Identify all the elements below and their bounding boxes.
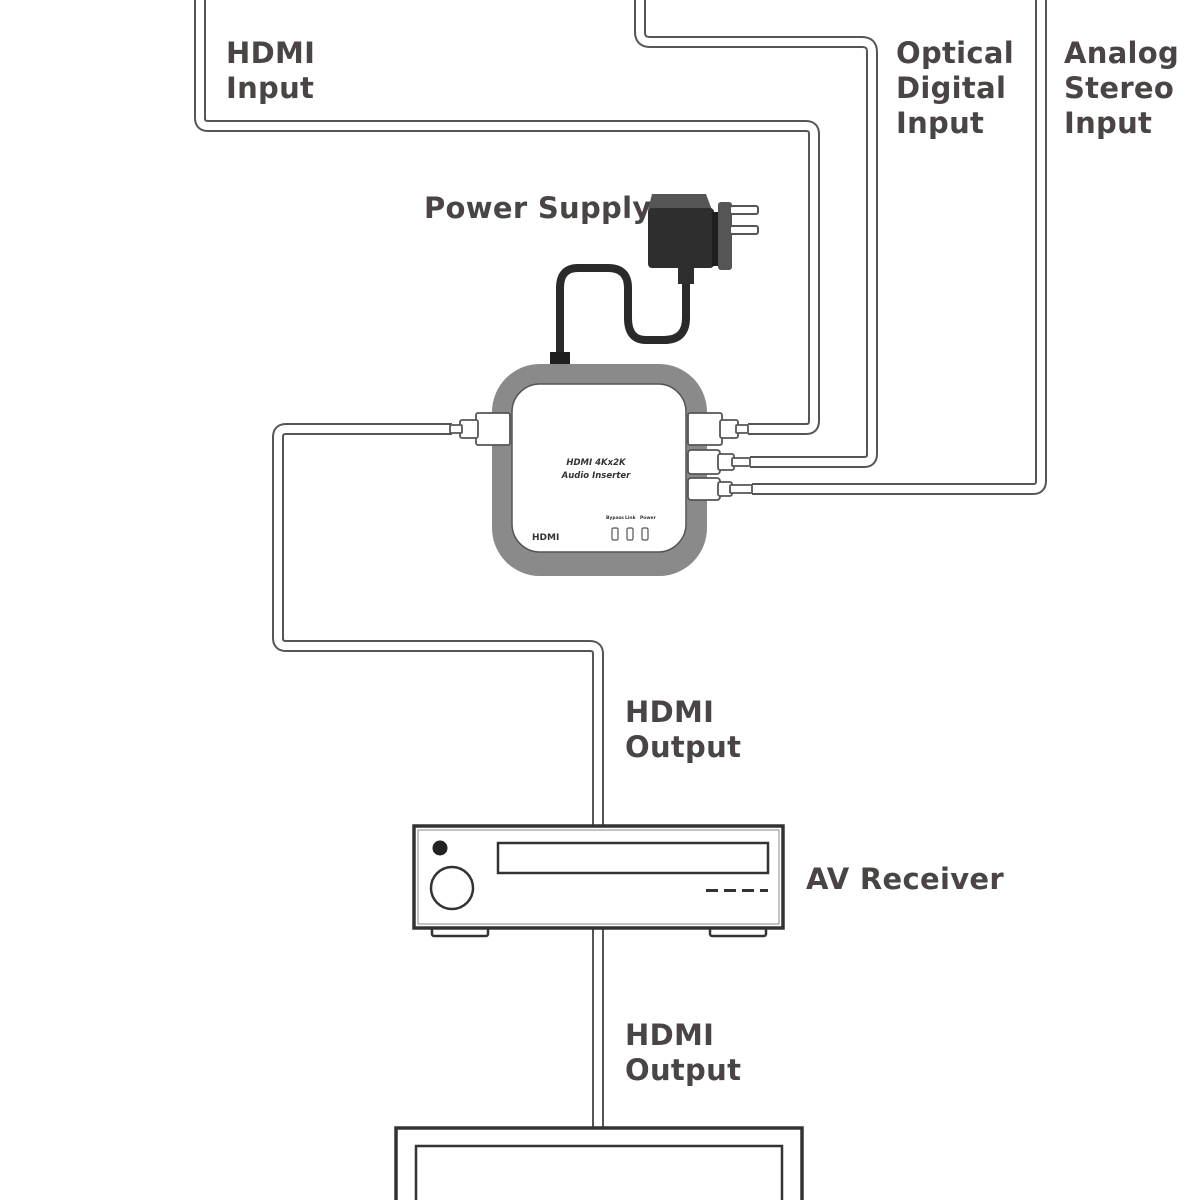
audio-inserter-device: HDMI 4Kx2K Audio Inserter HDMI Bypass Li… (492, 364, 707, 576)
device-title-line1: HDMI 4Kx2K (566, 458, 627, 468)
power-cable (556, 264, 690, 362)
analog-input-label-line3: Input (1064, 106, 1153, 140)
device-title-line2: Audio Inserter (561, 471, 631, 481)
hdmi-output-display-label: HDMI Output (625, 1018, 741, 1088)
display-icon (394, 1126, 804, 1200)
hdmi-input-label: HDMI Input (226, 36, 315, 106)
led-label-power: Power (640, 515, 657, 521)
optical-input-cable (634, 0, 878, 468)
led-label-bypass: Bypass (606, 515, 624, 521)
hdmi-input-cable (194, 0, 820, 435)
led-label-link: Link (625, 515, 637, 521)
hdmi-input-connector-icon (687, 412, 749, 446)
led-power (641, 527, 649, 541)
hdmi-output-display-label-line1: HDMI (625, 1018, 715, 1052)
power-supply-label: Power Supply (424, 191, 652, 225)
optical-input-label-line1: Optical (896, 36, 1015, 70)
hdmi-output-label-line1: HDMI (625, 695, 715, 729)
hdmi-input-label-line2: Input (226, 71, 315, 105)
led-bypass (611, 527, 619, 541)
optical-input-label: Optical Digital Input (896, 36, 1014, 141)
optical-connector-icon (687, 449, 751, 475)
analog-input-cable (752, 0, 1047, 495)
analog-input-label-line2: Stereo (1064, 71, 1175, 105)
hdmi-input-label-line1: HDMI (226, 36, 316, 70)
optical-input-label-line3: Input (896, 106, 985, 140)
hdmi-output-display-label-line2: Output (625, 1053, 742, 1087)
led-link (626, 527, 634, 541)
av-receiver-label: AV Receiver (806, 862, 1004, 896)
av-receiver-icon (412, 824, 785, 938)
optical-input-label-line2: Digital (896, 71, 1007, 105)
hdmi-output-label: HDMI Output (625, 695, 741, 765)
hdmi-logo: HDMI (532, 533, 559, 543)
hdmi-output-label-line2: Output (625, 730, 742, 764)
power-adapter-icon (648, 194, 759, 284)
analog-connector-icon (687, 477, 753, 501)
hdmi-output-cable (272, 423, 604, 828)
analog-input-label-line1: Analog (1064, 36, 1180, 70)
analog-input-label: Analog Stereo Input (1064, 36, 1179, 141)
hdmi-output-connector-icon (449, 412, 511, 446)
